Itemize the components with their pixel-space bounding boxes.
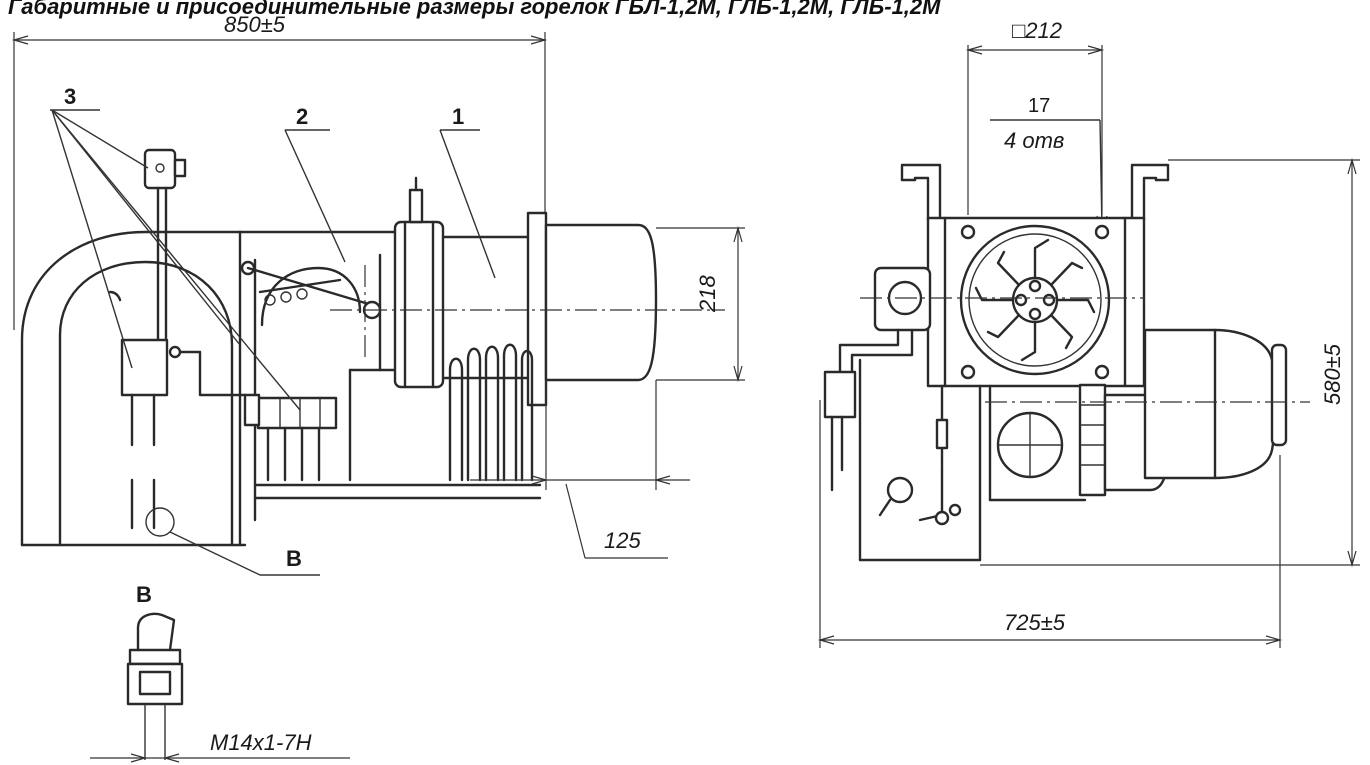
air-damper [240, 260, 382, 360]
thread-label: M14x1-7H [210, 730, 312, 755]
detail-b-marker: B [145, 507, 320, 576]
holes-count-label: 17 [1028, 95, 1050, 117]
holes-note-label: 4 отв [1004, 128, 1064, 153]
callout-controls-label: 3 [64, 84, 76, 109]
fuel-coil [253, 343, 542, 500]
side-view: 850±5 [11, 12, 745, 576]
callout-tube-label: 1 [452, 104, 464, 129]
width-dimension: 725±5 [817, 400, 1283, 648]
blast-tube [330, 211, 725, 407]
height-dimension: 580±5 [980, 157, 1360, 568]
lifting-hooks [900, 163, 1170, 222]
tube-length-dimension: 125 [470, 380, 690, 559]
overall-length-label: 850±5 [224, 12, 286, 37]
tube-length-label: 125 [604, 528, 641, 553]
lower-body [858, 384, 1087, 562]
tube-diameter-label: 218 [695, 275, 720, 313]
flange-ring [393, 176, 445, 389]
detail-ref-label: B [286, 546, 302, 571]
burner-body [238, 230, 397, 547]
front-view: □212 17 4 отв [817, 18, 1360, 648]
sight-glass-assembly [823, 266, 1145, 562]
swirler-vanes [974, 238, 1096, 362]
callout-2: 2 [284, 104, 346, 263]
detail-title: B [136, 582, 152, 607]
flange-square-label: □212 [1012, 18, 1062, 43]
fan-housing [20, 230, 247, 547]
callout-1: 1 [439, 104, 496, 279]
height-label: 580±5 [1320, 343, 1345, 405]
callout-body-label: 2 [296, 104, 308, 129]
flange-plate [926, 216, 1146, 388]
tube-diameter-dimension: 218 [656, 225, 745, 383]
width-label: 725±5 [1004, 610, 1066, 635]
overall-length-dimension: 850±5 [11, 12, 548, 330]
flange-square-dimension: □212 [965, 18, 1105, 215]
detail-b-view: B M14x1-7H [90, 582, 350, 763]
callout-3: 3 [50, 84, 301, 411]
pressure-controls [120, 148, 247, 530]
drawing-caption: Габаритные и присоединительные размеры г… [8, 0, 941, 19]
motor [985, 328, 1310, 497]
holes-note: 17 4 отв [990, 95, 1108, 232]
valve-block [243, 393, 338, 482]
